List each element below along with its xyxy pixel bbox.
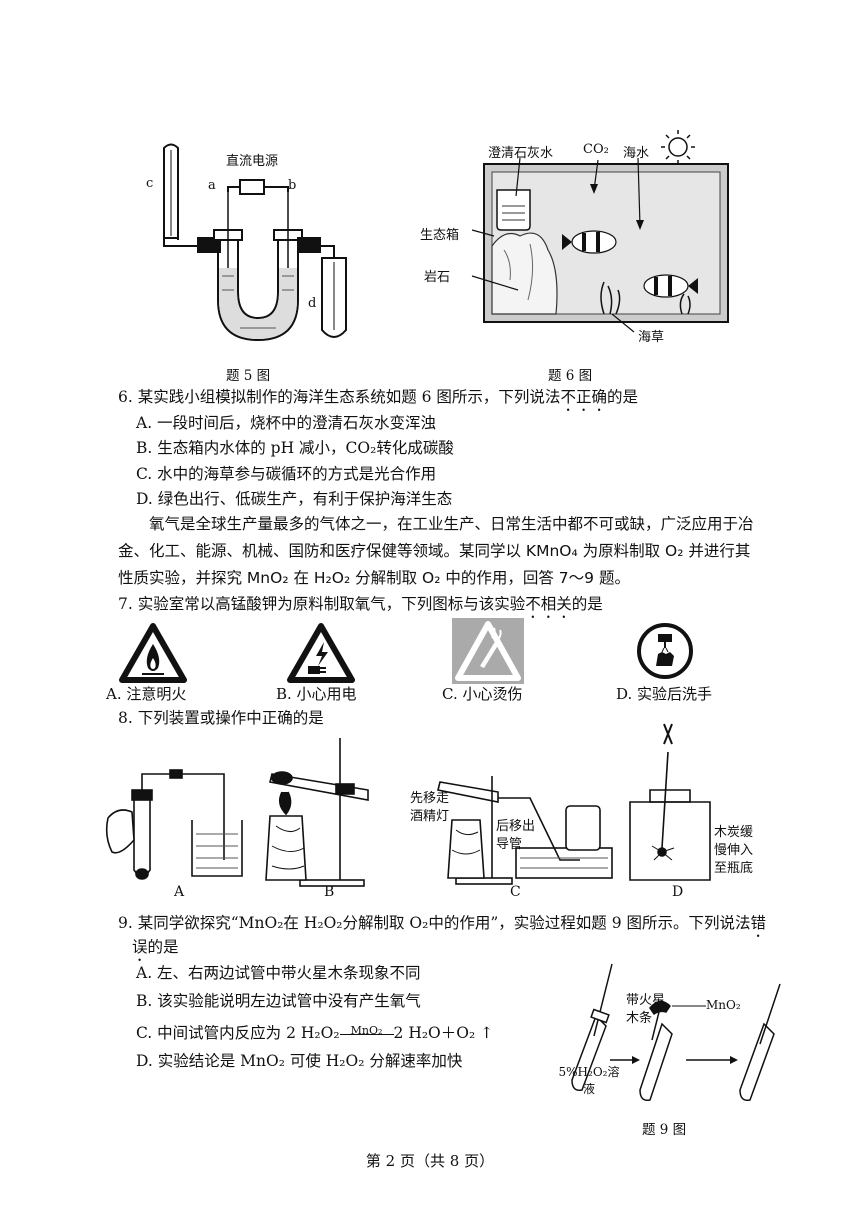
q8-label-b: B bbox=[324, 884, 335, 900]
q9-stem-line2: 误的是 bbox=[132, 936, 179, 965]
q6-option-b: B. 生态箱内水体的 pH 减小，CO₂转化成碳酸 bbox=[136, 439, 454, 457]
q9-stem-pre: 9. 某同学欲探究“MnO₂在 H₂O₂分解制取 O₂中的作用”，实验过程如题 … bbox=[118, 914, 751, 932]
q9-option-c-reactant: C. 中间试管内反应为 2 H₂O₂ bbox=[136, 1024, 340, 1042]
fig5-caption: 题 5 图 bbox=[226, 368, 271, 384]
q7-option-d: D. 实验后洗手 bbox=[616, 685, 713, 703]
q7-option-b: B. 小心用电 bbox=[276, 685, 357, 703]
fig6-co2-label: CO₂ bbox=[583, 142, 609, 157]
q7-icon-electricity-icon bbox=[287, 623, 355, 683]
q8-label-d: D bbox=[672, 884, 684, 900]
fig6-ecobox-label: 生态箱 bbox=[420, 228, 460, 243]
fig5-label-c: c bbox=[146, 176, 154, 191]
q9-option-c-products: 2 H₂O＋O₂ ↑ bbox=[393, 1024, 494, 1042]
q6-stem-post: 的是 bbox=[606, 388, 638, 406]
q9-stem-post: 的是 bbox=[147, 938, 179, 956]
q8-label-a: A bbox=[174, 884, 185, 900]
q6-stem: 6. 某实践小组模拟制作的海洋生态系统如题 6 图所示，下列说法不正确的是 bbox=[118, 386, 638, 415]
q9-fig-solution-label: 5%H₂O₂溶液 bbox=[558, 1065, 620, 1096]
q9-stem-emphasis-2: 误 bbox=[132, 938, 148, 956]
page-footer: 第 2 页（共 8 页） bbox=[365, 1152, 495, 1170]
q6-stem-pre: 6. 某实践小组模拟制作的海洋生态系统如题 6 图所示，下列说法 bbox=[118, 388, 561, 406]
q9-option-c: C. 中间试管内反应为 2 H₂O₂ MnO₂ 2 H₂O＋O₂ ↑ bbox=[136, 1022, 493, 1044]
q9-stem-line1: 9. 某同学欲探究“MnO₂在 H₂O₂分解制取 O₂中的作用”，实验过程如题 … bbox=[118, 912, 766, 941]
q6-option-a: A. 一段时间后，烧杯中的澄清石灰水变浑浊 bbox=[136, 414, 437, 432]
fig6-seaweed-label: 海草 bbox=[638, 330, 665, 345]
fig5-label-b: b bbox=[288, 178, 297, 193]
q8-label-c: C bbox=[510, 884, 521, 900]
q9-option-b: B. 该实验能说明左边试管中没有产生氧气 bbox=[136, 992, 421, 1010]
q7-icon-handwash-icon bbox=[637, 623, 693, 679]
fig5-label-a: a bbox=[208, 178, 216, 193]
q9-option-a: A. 左、右两边试管中带火星木条现象不同 bbox=[136, 964, 421, 982]
q6-stem-emphasis: 不正确 bbox=[560, 388, 607, 406]
intro-paragraph: 氧气是全球生产量最多的气体之一，在工业生产、日常生活中都不可或缺，广泛应用于冶金… bbox=[118, 515, 754, 587]
q8-c-note2: 后移出导管 bbox=[496, 819, 536, 852]
q7-stem-pre: 7. 实验室常以高锰酸钾为原料制取氧气，下列图标与该实验 bbox=[118, 595, 526, 613]
q6-option-c: C. 水中的海草参与碳循环的方式是光合作用 bbox=[136, 465, 437, 483]
q7-stem-post: 的是 bbox=[571, 595, 603, 613]
q9-option-c-reaction-bar bbox=[339, 1033, 394, 1035]
q7-stem: 7. 实验室常以高锰酸钾为原料制取氧气，下列图标与该实验不相关的是 bbox=[118, 593, 603, 622]
q9-fig-mno2-label: MnO₂ bbox=[706, 998, 741, 1012]
fig6-seawater-label: 海水 bbox=[623, 146, 650, 161]
q7-stem-emphasis: 不相关 bbox=[525, 595, 572, 613]
q9-option-c-catalyst: MnO₂ bbox=[350, 1023, 383, 1037]
q9-option-d: D. 实验结论是 MnO₂ 可使 H₂O₂ 分解速率加快 bbox=[136, 1052, 463, 1070]
q8-c-note1: 先移走酒精灯 bbox=[410, 791, 450, 824]
q7-icon-fire-icon bbox=[119, 623, 187, 683]
q7-option-a: A. 注意明火 bbox=[106, 685, 187, 703]
q8-stem: 8. 下列装置或操作中正确的是 bbox=[118, 709, 324, 727]
q7-option-c: C. 小心烫伤 bbox=[442, 685, 523, 703]
q8-d-note: 木炭缓慢伸入至瓶底 bbox=[714, 825, 754, 876]
q9-stem-emphasis-1: 错 bbox=[750, 914, 766, 932]
q6-option-d: D. 绿色出行、低碳生产，有利于保护海洋生态 bbox=[136, 490, 453, 508]
fig6-limewater-label: 澄清石灰水 bbox=[488, 146, 554, 161]
fig6-caption: 题 6 图 bbox=[548, 368, 593, 384]
fig6-rock-label: 岩石 bbox=[424, 270, 451, 285]
q7-icon-burn-icon bbox=[452, 618, 524, 684]
q9-caption: 题 9 图 bbox=[642, 1122, 687, 1138]
fig5-label-d: d bbox=[308, 296, 317, 311]
q9-fig-stick-label: 带火星木条 bbox=[626, 993, 666, 1026]
fig5-power-label: 直流电源 bbox=[226, 154, 279, 169]
